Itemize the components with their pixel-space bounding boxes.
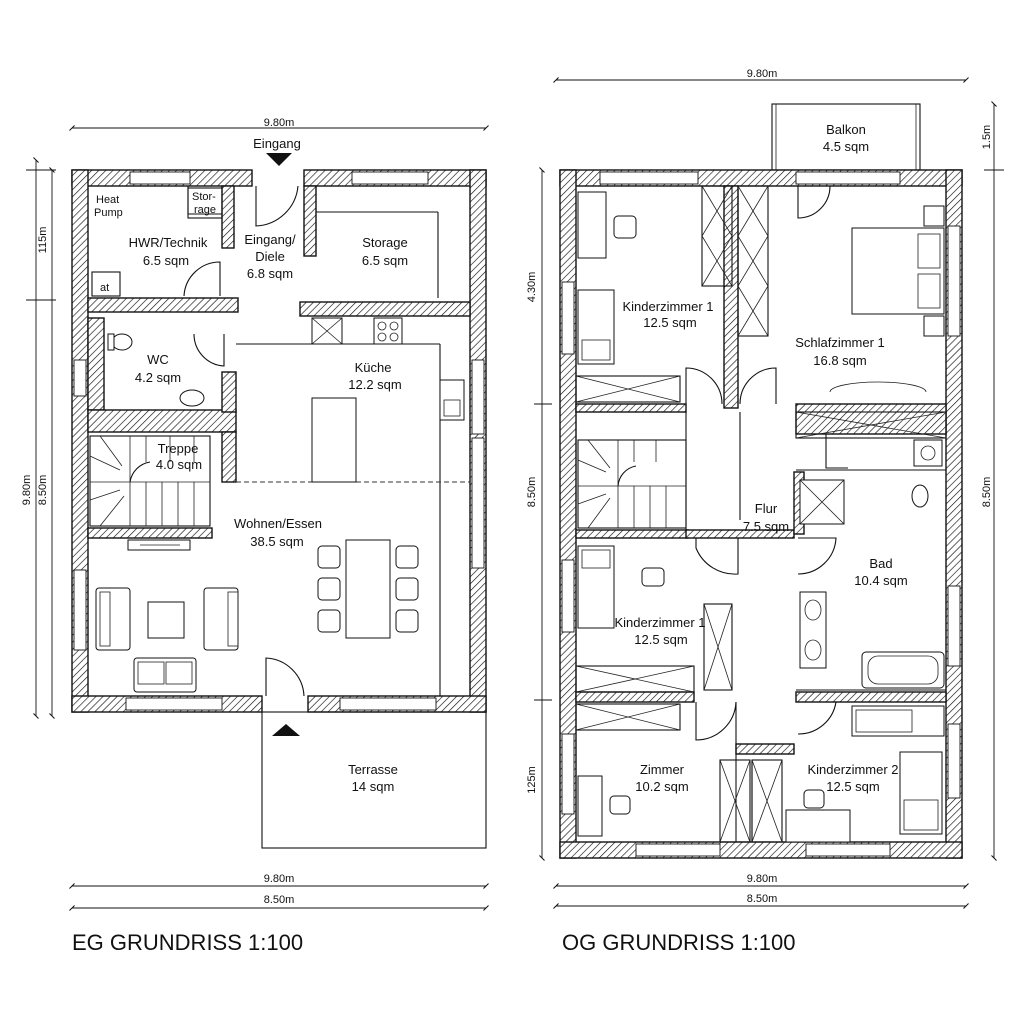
eg-terrace-outline — [261, 711, 487, 849]
eg-dining-table — [317, 539, 419, 639]
eg-doors — [183, 185, 305, 697]
eg-wc-basin — [179, 389, 205, 407]
og-plan-title: OG GRUNDRISS 1:100 — [562, 930, 796, 955]
og-dim-bottom-outer: 9.80m — [747, 873, 778, 885]
eg-hwr-area: 6.5 sqm — [143, 253, 189, 268]
og-windows — [561, 171, 961, 857]
og-balkon-outline — [771, 103, 921, 171]
og-room-labels: Balkon 4.5 sqm Kinderzimmer 1 12.5 sqm S… — [614, 122, 907, 794]
eg-wohnen-name: Wohnen/Essen — [234, 516, 322, 531]
og-kinder2-name: Kinderzimmer 2 — [807, 762, 898, 777]
og-zimmer-area: 10.2 sqm — [635, 779, 688, 794]
og-dim-left-top: 4.30m — [526, 272, 538, 303]
og-furniture — [577, 191, 945, 843]
eg-kitchen-island — [311, 397, 357, 483]
eg-heat-pump-l1: Heat — [96, 194, 119, 206]
og-dim-left-mid: 8.50m — [526, 477, 538, 508]
og-kinder1a-name: Kinderzimmer 1 — [622, 299, 713, 314]
og-kinder1b-area: 12.5 sqm — [634, 632, 687, 647]
og-flur-name: Flur — [755, 501, 778, 516]
eg-at-label: at — [100, 282, 109, 294]
og-doors — [685, 185, 848, 741]
eg-treppe-area: 4.0 sqm — [156, 457, 202, 472]
eg-diele-area: 6.8 sqm — [247, 266, 293, 281]
og-double-bed — [851, 227, 945, 315]
eg-windows — [73, 171, 485, 711]
eg-diele-name2: Diele — [255, 249, 285, 264]
eg-diele-name: Eingang/ — [244, 232, 296, 247]
eg-dim-bottom-inner: 8.50m — [264, 894, 295, 906]
eg-wc-toilet — [111, 333, 133, 351]
eg-storage-small-l1: Stor- — [192, 191, 216, 203]
eg-dim-left-inner: 8.50m — [37, 475, 49, 506]
og-plan: 9.80m 9.80m 8.50m 1.5m 8.50m 4.30m 8.50m… — [526, 68, 1004, 955]
eg-room-labels: Heat Pump Stor- rage HWR/Technik 6.5 sqm… — [94, 187, 408, 794]
og-dim-top: 9.80m — [747, 68, 778, 80]
eg-heat-pump-l2: Pump — [94, 207, 123, 219]
eg-storage-name: Storage — [362, 235, 408, 250]
eg-entrance-label: Eingang — [253, 136, 301, 151]
eg-living-seating — [95, 587, 239, 693]
og-kinder1a-area: 12.5 sqm — [643, 315, 696, 330]
og-bad-area: 10.4 sqm — [854, 573, 907, 588]
eg-terrace-arrow — [272, 724, 300, 736]
eg-plan: 9.80m 9.80m 8.50m 115m 9.80m 8.50m — [21, 117, 489, 955]
og-kinder1b-name: Kinderzimmer 1 — [614, 615, 705, 630]
eg-terrasse-area: 14 sqm — [352, 779, 395, 794]
eg-plan-title: EG GRUNDRISS 1:100 — [72, 930, 303, 955]
og-balkon-area: 4.5 sqm — [823, 139, 869, 154]
og-flur-area: 7.5 sqm — [743, 519, 789, 534]
eg-stairs — [89, 435, 211, 527]
og-dim-right: 8.50m — [981, 477, 993, 508]
og-dim-bottom-inner: 8.50m — [747, 893, 778, 905]
eg-treppe-name: Treppe — [158, 441, 199, 456]
og-balkon-name: Balkon — [826, 122, 866, 137]
eg-storage-small-l2: rage — [194, 204, 216, 216]
og-dim-left-bottom: 125m — [526, 766, 538, 794]
eg-wc-name: WC — [147, 352, 169, 367]
eg-storage-area: 6.5 sqm — [362, 253, 408, 268]
eg-dimensions: 9.80m 9.80m 8.50m 115m 9.80m 8.50m — [21, 117, 489, 911]
eg-terrasse-name: Terrasse — [348, 762, 398, 777]
og-partitions — [575, 185, 947, 843]
og-dim-right-top: 1.5m — [981, 125, 993, 149]
eg-entrance-arrow — [266, 153, 292, 166]
og-kinder2-area: 12.5 sqm — [826, 779, 879, 794]
og-zimmer-name: Zimmer — [640, 762, 685, 777]
eg-furniture — [89, 317, 465, 693]
eg-wohnen-area: 38.5 sqm — [250, 534, 303, 549]
og-stairs — [577, 439, 687, 529]
eg-hwr-name: HWR/Technik — [129, 235, 208, 250]
eg-dim-left-part: 115m — [37, 227, 49, 254]
og-bad-name: Bad — [869, 556, 892, 571]
eg-dim-top: 9.80m — [264, 117, 295, 129]
eg-dim-bottom-outer: 9.80m — [264, 873, 295, 885]
og-dimensions: 9.80m 9.80m 8.50m 1.5m 8.50m 4.30m 8.50m… — [526, 68, 1004, 909]
og-schlaf-area: 16.8 sqm — [813, 353, 866, 368]
eg-kueche-area: 12.2 sqm — [348, 377, 401, 392]
eg-wc-area: 4.2 sqm — [135, 370, 181, 385]
eg-dim-left-outer: 9.80m — [21, 475, 33, 506]
eg-stove — [373, 317, 403, 345]
eg-kueche-name: Küche — [355, 360, 392, 375]
og-schlaf-name: Schlafzimmer 1 — [795, 335, 885, 350]
